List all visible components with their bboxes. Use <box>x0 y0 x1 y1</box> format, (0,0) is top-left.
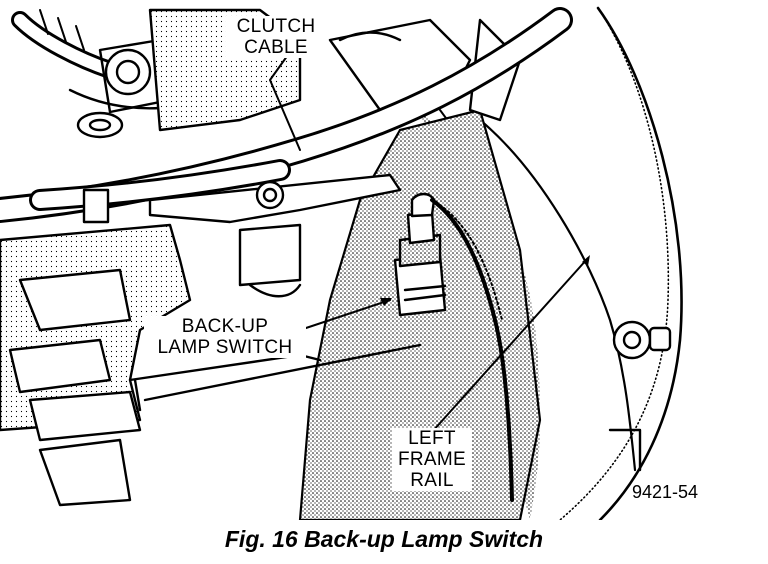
diagram-illustration <box>0 6 683 520</box>
clutch-cable-label: CLUTCH CABLE <box>226 16 326 58</box>
clutch-cable-label-line1: CLUTCH <box>226 16 326 37</box>
left-frame-rail-label-line3: RAIL <box>392 470 472 491</box>
figure-code: 9421-54 <box>632 482 699 502</box>
frame-rail <box>478 118 637 472</box>
left-frame-rail-label: LEFT FRAME RAIL <box>392 428 472 491</box>
left-frame-rail-label-line1: LEFT <box>392 428 472 449</box>
transmission-housing <box>298 108 542 520</box>
frame-rail-leader <box>431 257 589 433</box>
left-frame-rail-label-line2: FRAME <box>392 449 472 470</box>
backup-lamp-switch-label-line1: BACK-UP <box>144 316 306 337</box>
backup-lamp-switch-label-line2: LAMP SWITCH <box>144 337 306 358</box>
clutch-cable-label-line2: CABLE <box>226 37 326 58</box>
figure-caption: Fig. 16 Back-up Lamp Switch <box>224 526 544 552</box>
backup-lamp-switch-label: BACK-UP LAMP SWITCH <box>144 316 306 358</box>
switch-leader <box>299 299 391 331</box>
